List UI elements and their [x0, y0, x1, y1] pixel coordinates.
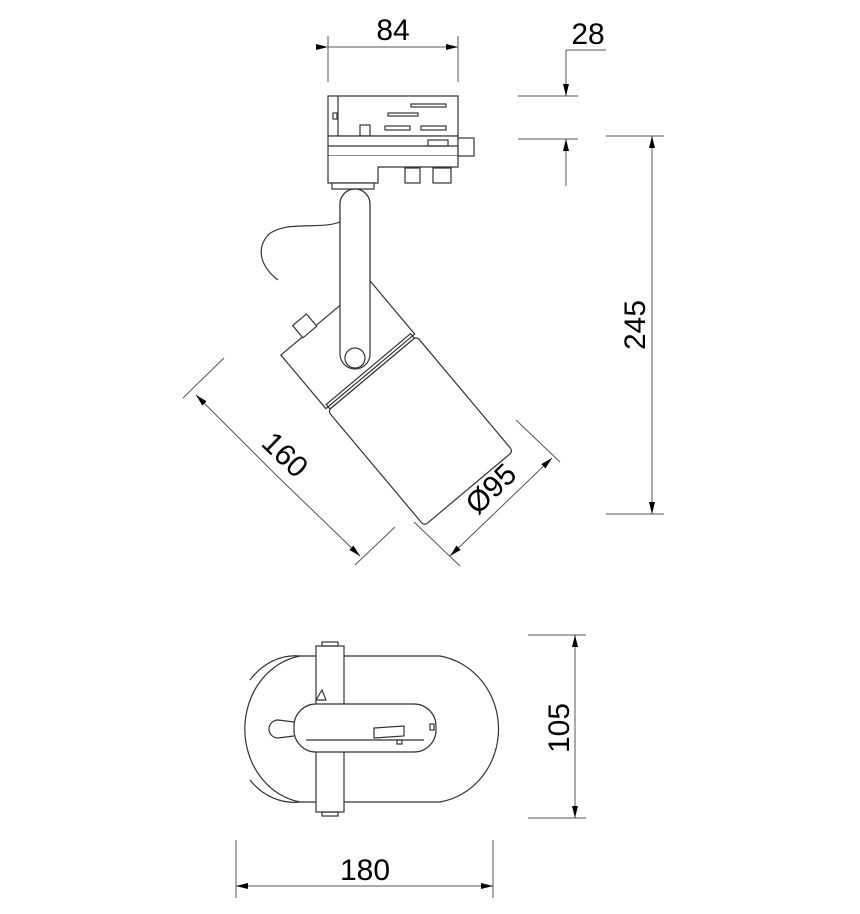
dim-label-28: 28	[571, 18, 604, 51]
dim-label-160: 160	[255, 426, 314, 485]
dim-label-84: 84	[376, 14, 409, 47]
dim-28: 28	[518, 18, 606, 186]
stem-overlay	[339, 188, 371, 370]
dim-245: 245	[606, 135, 664, 515]
dim-label-180: 180	[340, 854, 390, 887]
side-view: 84 28 245 160	[182, 14, 664, 567]
top-view: 105 180	[235, 634, 586, 898]
dim-105: 105	[528, 634, 586, 819]
pivot-knob	[344, 347, 366, 369]
track-adapter	[327, 95, 475, 190]
dim-label-105: 105	[543, 703, 576, 753]
dim-label-245: 245	[619, 300, 652, 350]
adapter-top	[293, 703, 437, 753]
power-cable	[260, 221, 341, 281]
dim-180: 180	[235, 840, 494, 898]
dim-84: 84	[316, 14, 459, 82]
